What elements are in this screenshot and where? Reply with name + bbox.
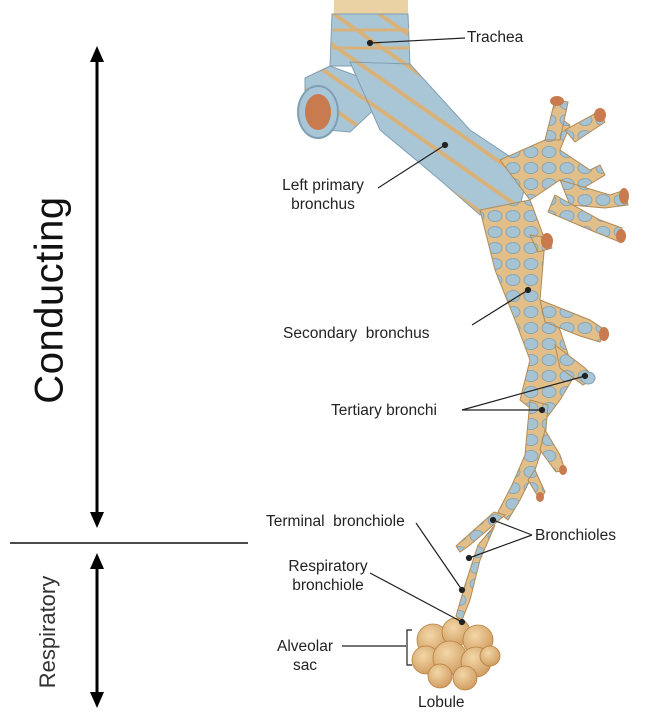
- trachea-label: Trachea: [467, 29, 524, 46]
- upper-branches: [499, 96, 629, 243]
- respiratory-zone-label: Respiratory: [35, 575, 60, 689]
- alveolar-sac-label-line2: sac: [292, 657, 318, 674]
- alveolar-sac-cluster: [411, 617, 501, 691]
- respiratory-arrow: [90, 553, 104, 708]
- alveolar-sac-label: Alveolar sac: [272, 637, 338, 675]
- terminal-bronchiole-label: Terminal bronchiole: [266, 513, 405, 530]
- left-primary-bronchus-label-line1: Left primary: [282, 177, 364, 194]
- tertiary-bronchi-label: Tertiary bronchi: [331, 402, 437, 419]
- tertiary-and-bronchioles: [455, 399, 567, 621]
- descending-bronchi: [479, 199, 609, 421]
- conducting-zone-label: Conducting: [27, 196, 72, 404]
- left-primary-bronchus-label: Left primary bronchus: [262, 176, 384, 214]
- secondary-bronchus-label: Secondary bronchus: [283, 325, 430, 342]
- respiratory-bronchiole-label-line1: Respiratory: [288, 558, 368, 575]
- left-primary-bronchus-label-line2: bronchus: [291, 196, 355, 213]
- leader-lines: [342, 37, 589, 666]
- lobule-label: Lobule: [418, 694, 465, 711]
- bronchioles-label: Bronchioles: [535, 527, 616, 544]
- respiratory-bronchiole-label: Respiratory bronchiole: [264, 557, 392, 595]
- conducting-arrow: [90, 46, 104, 528]
- alveolar-sac-label-line1: Alveolar: [277, 638, 333, 655]
- respiratory-bronchiole-label-line2: bronchiole: [292, 577, 364, 594]
